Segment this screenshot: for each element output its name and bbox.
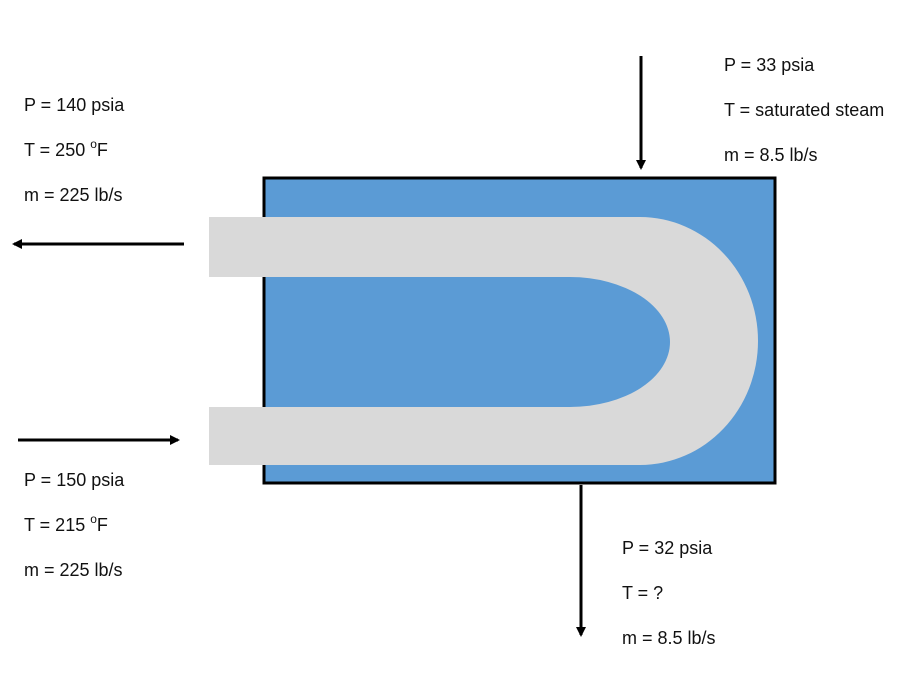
tube-outlet-pressure: P = 140 psia bbox=[24, 95, 125, 115]
condensate-outlet-mass-flow: m = 8.5 lb/s bbox=[622, 628, 716, 648]
tube-inlet-mass-flow: m = 225 lb/s bbox=[24, 560, 123, 580]
steam-inlet-mass-flow: m = 8.5 lb/s bbox=[724, 145, 818, 165]
tube-outlet-conditions: P = 140 psia T = 250 oF m = 225 lb/s bbox=[24, 95, 125, 205]
steam-inlet-pressure: P = 33 psia bbox=[724, 55, 815, 75]
tube-inlet-pressure: P = 150 psia bbox=[24, 470, 125, 490]
tube-outlet-temperature: T = 250 oF bbox=[24, 137, 108, 160]
condensate-outlet-conditions: P = 32 psia T = ? m = 8.5 lb/s bbox=[622, 538, 716, 648]
tube-inlet-conditions: P = 150 psia T = 215 oF m = 225 lb/s bbox=[24, 470, 125, 580]
u-tube bbox=[209, 217, 758, 465]
steam-inlet-conditions: P = 33 psia T = saturated steam m = 8.5 … bbox=[724, 55, 884, 165]
tube-inlet-temperature: T = 215 oF bbox=[24, 512, 108, 535]
condensate-outlet-pressure: P = 32 psia bbox=[622, 538, 713, 558]
steam-inlet-temperature: T = saturated steam bbox=[724, 100, 884, 120]
condensate-outlet-temperature: T = ? bbox=[622, 583, 663, 603]
tube-outlet-mass-flow: m = 225 lb/s bbox=[24, 185, 123, 205]
